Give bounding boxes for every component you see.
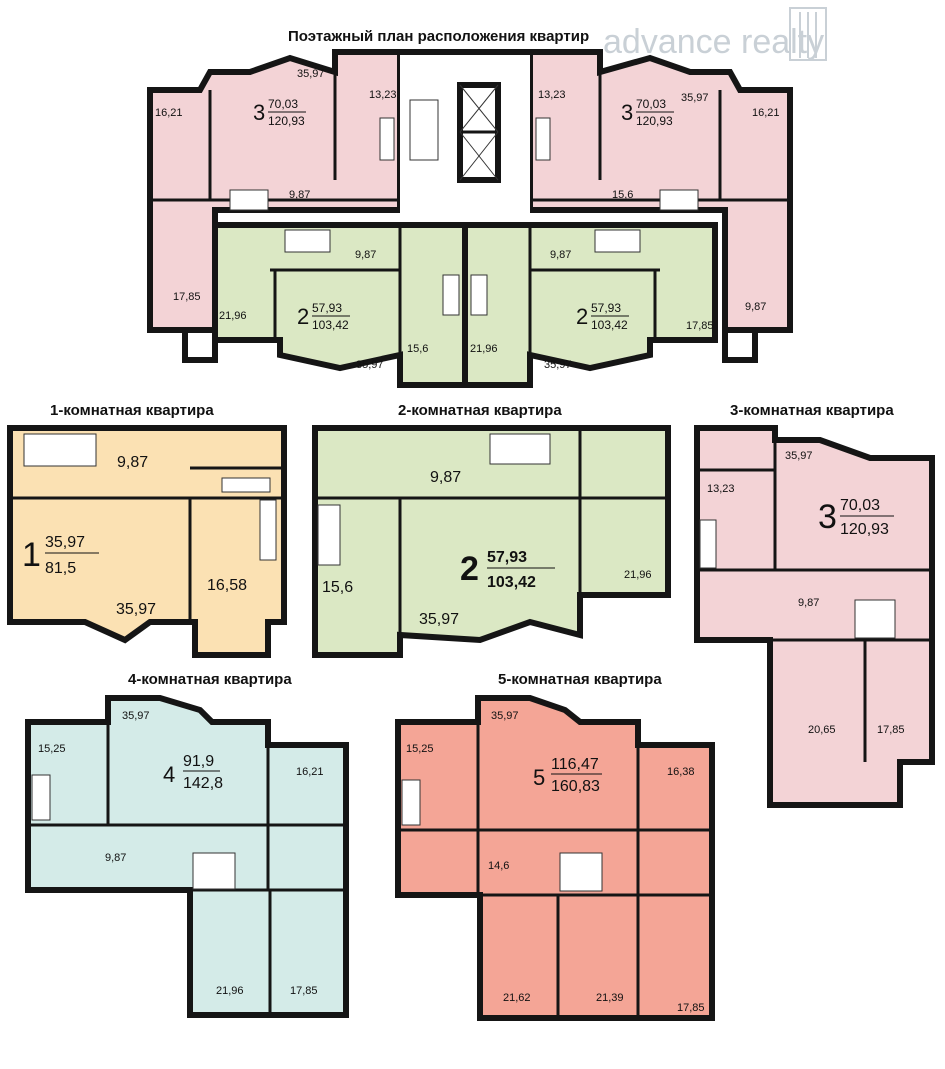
svg-text:160,83: 160,83	[551, 778, 600, 795]
apt4-label: 9,87	[105, 852, 126, 864]
svg-text:4: 4	[163, 762, 175, 787]
svg-text:142,8: 142,8	[183, 775, 223, 792]
svg-text:5: 5	[533, 765, 545, 790]
apt2-label: 35,97	[419, 611, 459, 628]
svg-text:70,03: 70,03	[840, 497, 880, 514]
svg-text:81,5: 81,5	[45, 560, 76, 577]
apt4-title: 4-комнатная квартира	[128, 671, 292, 688]
floor-label: 15,6	[612, 189, 633, 201]
svg-text:91,9: 91,9	[183, 753, 214, 770]
floor-label: 9,87	[289, 189, 310, 201]
apt5-label: 14,6	[488, 860, 509, 872]
floor-label: 21,96	[470, 343, 498, 355]
floor-apt3-right-code: 3 70,03 120,93	[621, 97, 674, 128]
svg-text:3: 3	[253, 100, 265, 125]
apt5-code: 5 116,47 160,83	[533, 756, 602, 795]
svg-text:120,93: 120,93	[840, 521, 889, 538]
floor-apt3-left-code: 3 70,03 120,93	[253, 97, 306, 128]
svg-text:57,93: 57,93	[591, 301, 621, 315]
apt2-plan: 9,87 15,6 35,97 21,96 2 57,93 103,42	[312, 425, 671, 658]
floor-label: 15,6	[407, 343, 428, 355]
floor-apt3-right	[527, 49, 793, 363]
floor-label: 9,87	[355, 249, 376, 261]
apt3-label: 17,85	[877, 724, 905, 736]
svg-text:57,93: 57,93	[487, 549, 527, 566]
apt1-code: 1 35,97 81,5	[22, 534, 99, 577]
svg-text:120,93: 120,93	[636, 114, 673, 128]
company-logo: advance realty	[603, 7, 827, 61]
apt1-title: 1-комнатная квартира	[50, 402, 214, 419]
svg-text:103,42: 103,42	[487, 574, 536, 591]
apt2-label: 21,96	[624, 569, 652, 581]
logo-text: advance realty	[603, 23, 824, 61]
svg-text:57,93: 57,93	[312, 301, 342, 315]
apt2-label: 9,87	[430, 469, 461, 486]
apt5-label: 16,38	[667, 766, 695, 778]
apt3-label: 20,65	[808, 724, 836, 736]
apt4-label: 17,85	[290, 985, 318, 997]
floor-label: 17,85	[173, 291, 201, 303]
floor-core	[400, 49, 530, 227]
apt4-code: 4 91,9 142,8	[163, 753, 223, 792]
apt5-title: 5-комнатная квартира	[498, 671, 662, 688]
floor-apt2-right	[462, 222, 718, 388]
apt3-plan: 35,97 13,23 9,87 20,65 17,85 3 70,03 120…	[694, 425, 935, 808]
svg-text:3: 3	[818, 498, 837, 536]
floor-label: 35,97	[297, 68, 325, 80]
apt5-plan: 35,97 15,25 16,38 14,6 21,62 21,39 17,85…	[395, 695, 715, 1021]
floor-apt2-right-code: 2 57,93 103,42	[576, 301, 629, 332]
apt1-label: 16,58	[207, 577, 247, 594]
apt2-code: 2 57,93 103,42	[460, 549, 555, 591]
floor-label: 17,85	[686, 320, 714, 332]
floor-label: 16,21	[752, 107, 780, 119]
apt3-title: 3-комнатная квартира	[730, 402, 894, 419]
apt2-title: 2-комнатная квартира	[398, 402, 562, 419]
apt4-label: 21,96	[216, 985, 244, 997]
floor-label: 35,97	[681, 92, 709, 104]
floor-label: 16,21	[155, 107, 183, 119]
svg-text:35,97: 35,97	[45, 534, 85, 551]
apt5-label: 21,39	[596, 992, 624, 1004]
apt3-label: 9,87	[798, 597, 819, 609]
floor-label: 35,97	[544, 359, 572, 371]
apt3-label: 13,23	[707, 483, 735, 495]
apt4-plan: 35,97 15,25 16,21 9,87 21,96 17,85 4 91,…	[25, 695, 349, 1018]
apt5-label: 15,25	[406, 743, 434, 755]
apt5-label: 35,97	[491, 710, 519, 722]
svg-text:3: 3	[621, 100, 633, 125]
apt5-label: 21,62	[503, 992, 531, 1004]
floor-label: 21,96	[219, 310, 247, 322]
svg-text:1: 1	[22, 536, 41, 574]
apt4-label: 35,97	[122, 710, 150, 722]
svg-text:116,47: 116,47	[551, 756, 599, 773]
svg-text:70,03: 70,03	[268, 97, 298, 111]
floor-plan: 35,97 13,23 16,21 9,87 17,85 21,96 15,6 …	[147, 49, 793, 388]
svg-text:103,42: 103,42	[591, 318, 628, 332]
floor-label: 13,23	[369, 89, 397, 101]
apt3-label: 35,97	[785, 450, 813, 462]
apt2-label: 15,6	[322, 579, 353, 596]
floor-label: 13,23	[538, 89, 566, 101]
floor-label: 9,87	[550, 249, 571, 261]
apt5-label: 17,85	[677, 1002, 705, 1014]
floor-label: 9,87	[745, 301, 766, 313]
apt1-label: 9,87	[117, 454, 148, 471]
floor-apt2-left-code: 2 57,93 103,42	[297, 301, 350, 332]
apt3-code: 3 70,03 120,93	[818, 497, 894, 538]
svg-text:120,93: 120,93	[268, 114, 305, 128]
apt1-label: 35,97	[116, 601, 156, 618]
apt4-label: 15,25	[38, 743, 66, 755]
svg-text:70,03: 70,03	[636, 97, 666, 111]
svg-text:2: 2	[297, 304, 309, 329]
svg-text:2: 2	[460, 550, 479, 588]
apt4-label: 16,21	[296, 766, 324, 778]
floor-label: 35,97	[356, 359, 384, 371]
floor-plan-title: Поэтажный план расположения квартир	[288, 28, 589, 45]
svg-text:2: 2	[576, 304, 588, 329]
apt1-plan: 9,87 16,58 35,97 1 35,97 81,5	[7, 425, 287, 658]
svg-text:103,42: 103,42	[312, 318, 349, 332]
